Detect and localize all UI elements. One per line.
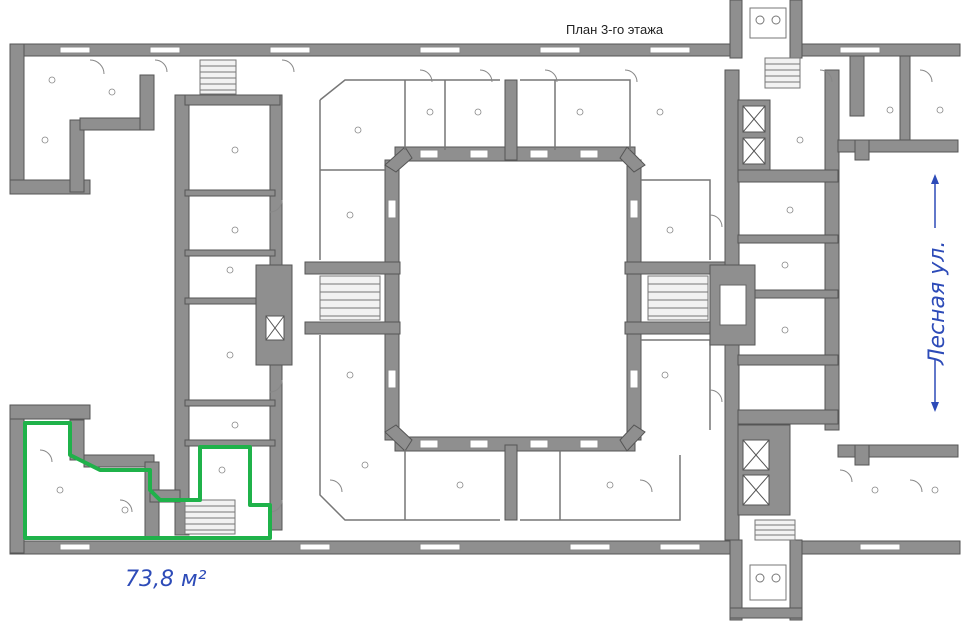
area-label: 73,8 м² bbox=[125, 567, 207, 592]
room-markers bbox=[41, 76, 944, 514]
central-east-stairs bbox=[647, 275, 709, 321]
plan-title: План 3-го этажа bbox=[566, 22, 664, 37]
right-elevators-top bbox=[737, 99, 771, 171]
right-stairs-top bbox=[764, 57, 801, 89]
right-stairs-bottom bbox=[754, 519, 796, 541]
right-elevators-bottom bbox=[737, 424, 791, 516]
street-label: Лесная ул. bbox=[925, 241, 950, 366]
street-label-group: Лесная ул. bbox=[925, 174, 950, 412]
outer-walls bbox=[9, 0, 961, 621]
room-partitions bbox=[319, 79, 711, 521]
right-wing-walls bbox=[709, 55, 959, 541]
highlighted-area-outline bbox=[23, 421, 272, 540]
windows bbox=[59, 46, 901, 551]
central-west-stairs bbox=[319, 275, 381, 321]
left-wing-walls bbox=[69, 94, 293, 538]
left-stairs-top bbox=[199, 59, 237, 95]
left-stairs-bottom bbox=[184, 499, 236, 535]
restroom-fixtures bbox=[749, 7, 787, 601]
door-swings bbox=[39, 59, 933, 513]
courtyard-walls bbox=[304, 79, 726, 521]
